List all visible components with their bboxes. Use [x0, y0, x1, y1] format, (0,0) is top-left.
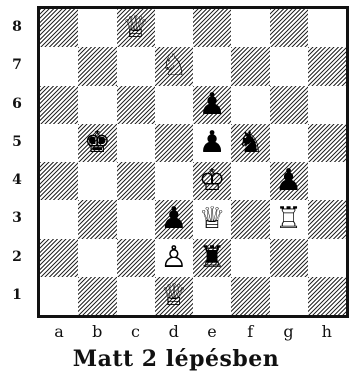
square-c4[interactable] — [117, 162, 155, 200]
square-b7[interactable] — [78, 47, 116, 85]
square-a7[interactable] — [40, 47, 78, 85]
square-d5[interactable] — [155, 124, 193, 162]
file-label-d: d — [155, 322, 193, 341]
square-b3[interactable] — [78, 200, 116, 238]
square-f8[interactable] — [231, 9, 269, 47]
square-a1[interactable] — [40, 277, 78, 315]
square-b6[interactable] — [78, 86, 116, 124]
white-pawn-icon[interactable]: ♙ — [155, 239, 193, 277]
chess-board-frame: ♕♘♟♚♟♞♔♟♟♕♖♙♜♕ — [37, 6, 349, 318]
square-e1[interactable] — [193, 277, 231, 315]
file-label-b: b — [78, 322, 116, 341]
square-c6[interactable] — [117, 86, 155, 124]
square-f2[interactable] — [231, 239, 269, 277]
square-g2[interactable] — [270, 239, 308, 277]
file-label-f: f — [231, 322, 269, 341]
square-h6[interactable] — [308, 86, 346, 124]
file-label-g: g — [270, 322, 308, 341]
black-pawn-icon[interactable]: ♟ — [193, 86, 231, 124]
square-d6[interactable] — [155, 86, 193, 124]
square-f7[interactable] — [231, 47, 269, 85]
rank-label-8: 8 — [6, 19, 28, 35]
puzzle-caption: Matt 2 lépésben — [0, 346, 352, 372]
white-king-icon[interactable]: ♔ — [193, 162, 231, 200]
file-label-h: h — [308, 322, 346, 341]
square-c3[interactable] — [117, 200, 155, 238]
square-f4[interactable] — [231, 162, 269, 200]
square-b4[interactable] — [78, 162, 116, 200]
square-c1[interactable] — [117, 277, 155, 315]
square-a8[interactable] — [40, 9, 78, 47]
square-h1[interactable] — [308, 277, 346, 315]
rank-label-5: 5 — [6, 134, 28, 150]
square-g8[interactable] — [270, 9, 308, 47]
white-queen-icon[interactable]: ♕ — [155, 277, 193, 315]
square-a3[interactable] — [40, 200, 78, 238]
white-queen-icon[interactable]: ♕ — [117, 9, 155, 47]
square-h8[interactable] — [308, 9, 346, 47]
square-a6[interactable] — [40, 86, 78, 124]
square-c7[interactable] — [117, 47, 155, 85]
square-g7[interactable] — [270, 47, 308, 85]
square-f6[interactable] — [231, 86, 269, 124]
file-label-c: c — [117, 322, 155, 341]
square-b8[interactable] — [78, 9, 116, 47]
square-g5[interactable] — [270, 124, 308, 162]
square-e7[interactable] — [193, 47, 231, 85]
square-h3[interactable] — [308, 200, 346, 238]
square-a4[interactable] — [40, 162, 78, 200]
square-a5[interactable] — [40, 124, 78, 162]
square-h5[interactable] — [308, 124, 346, 162]
rank-label-3: 3 — [6, 210, 28, 226]
square-g1[interactable] — [270, 277, 308, 315]
black-king-icon[interactable]: ♚ — [78, 124, 116, 162]
square-b1[interactable] — [78, 277, 116, 315]
white-rook-icon[interactable]: ♖ — [270, 200, 308, 238]
black-pawn-icon[interactable]: ♟ — [155, 200, 193, 238]
square-e8[interactable] — [193, 9, 231, 47]
black-pawn-icon[interactable]: ♟ — [193, 124, 231, 162]
black-knight-icon[interactable]: ♞ — [231, 124, 269, 162]
square-c2[interactable] — [117, 239, 155, 277]
rank-label-1: 1 — [6, 287, 28, 303]
square-d8[interactable] — [155, 9, 193, 47]
rank-label-4: 4 — [6, 172, 28, 188]
file-label-e: e — [193, 322, 231, 341]
square-h2[interactable] — [308, 239, 346, 277]
square-d4[interactable] — [155, 162, 193, 200]
square-c5[interactable] — [117, 124, 155, 162]
white-knight-icon[interactable]: ♘ — [155, 47, 193, 85]
square-f3[interactable] — [231, 200, 269, 238]
square-b2[interactable] — [78, 239, 116, 277]
black-pawn-icon[interactable]: ♟ — [270, 162, 308, 200]
square-f1[interactable] — [231, 277, 269, 315]
black-rook-icon[interactable]: ♜ — [193, 239, 231, 277]
rank-label-6: 6 — [6, 96, 28, 112]
file-label-a: a — [40, 322, 78, 341]
white-queen-icon[interactable]: ♕ — [193, 200, 231, 238]
chess-board: ♕♘♟♚♟♞♔♟♟♕♖♙♜♕ — [40, 9, 346, 315]
square-a2[interactable] — [40, 239, 78, 277]
square-g6[interactable] — [270, 86, 308, 124]
square-h7[interactable] — [308, 47, 346, 85]
rank-label-7: 7 — [6, 57, 28, 73]
rank-label-2: 2 — [6, 249, 28, 265]
square-h4[interactable] — [308, 162, 346, 200]
